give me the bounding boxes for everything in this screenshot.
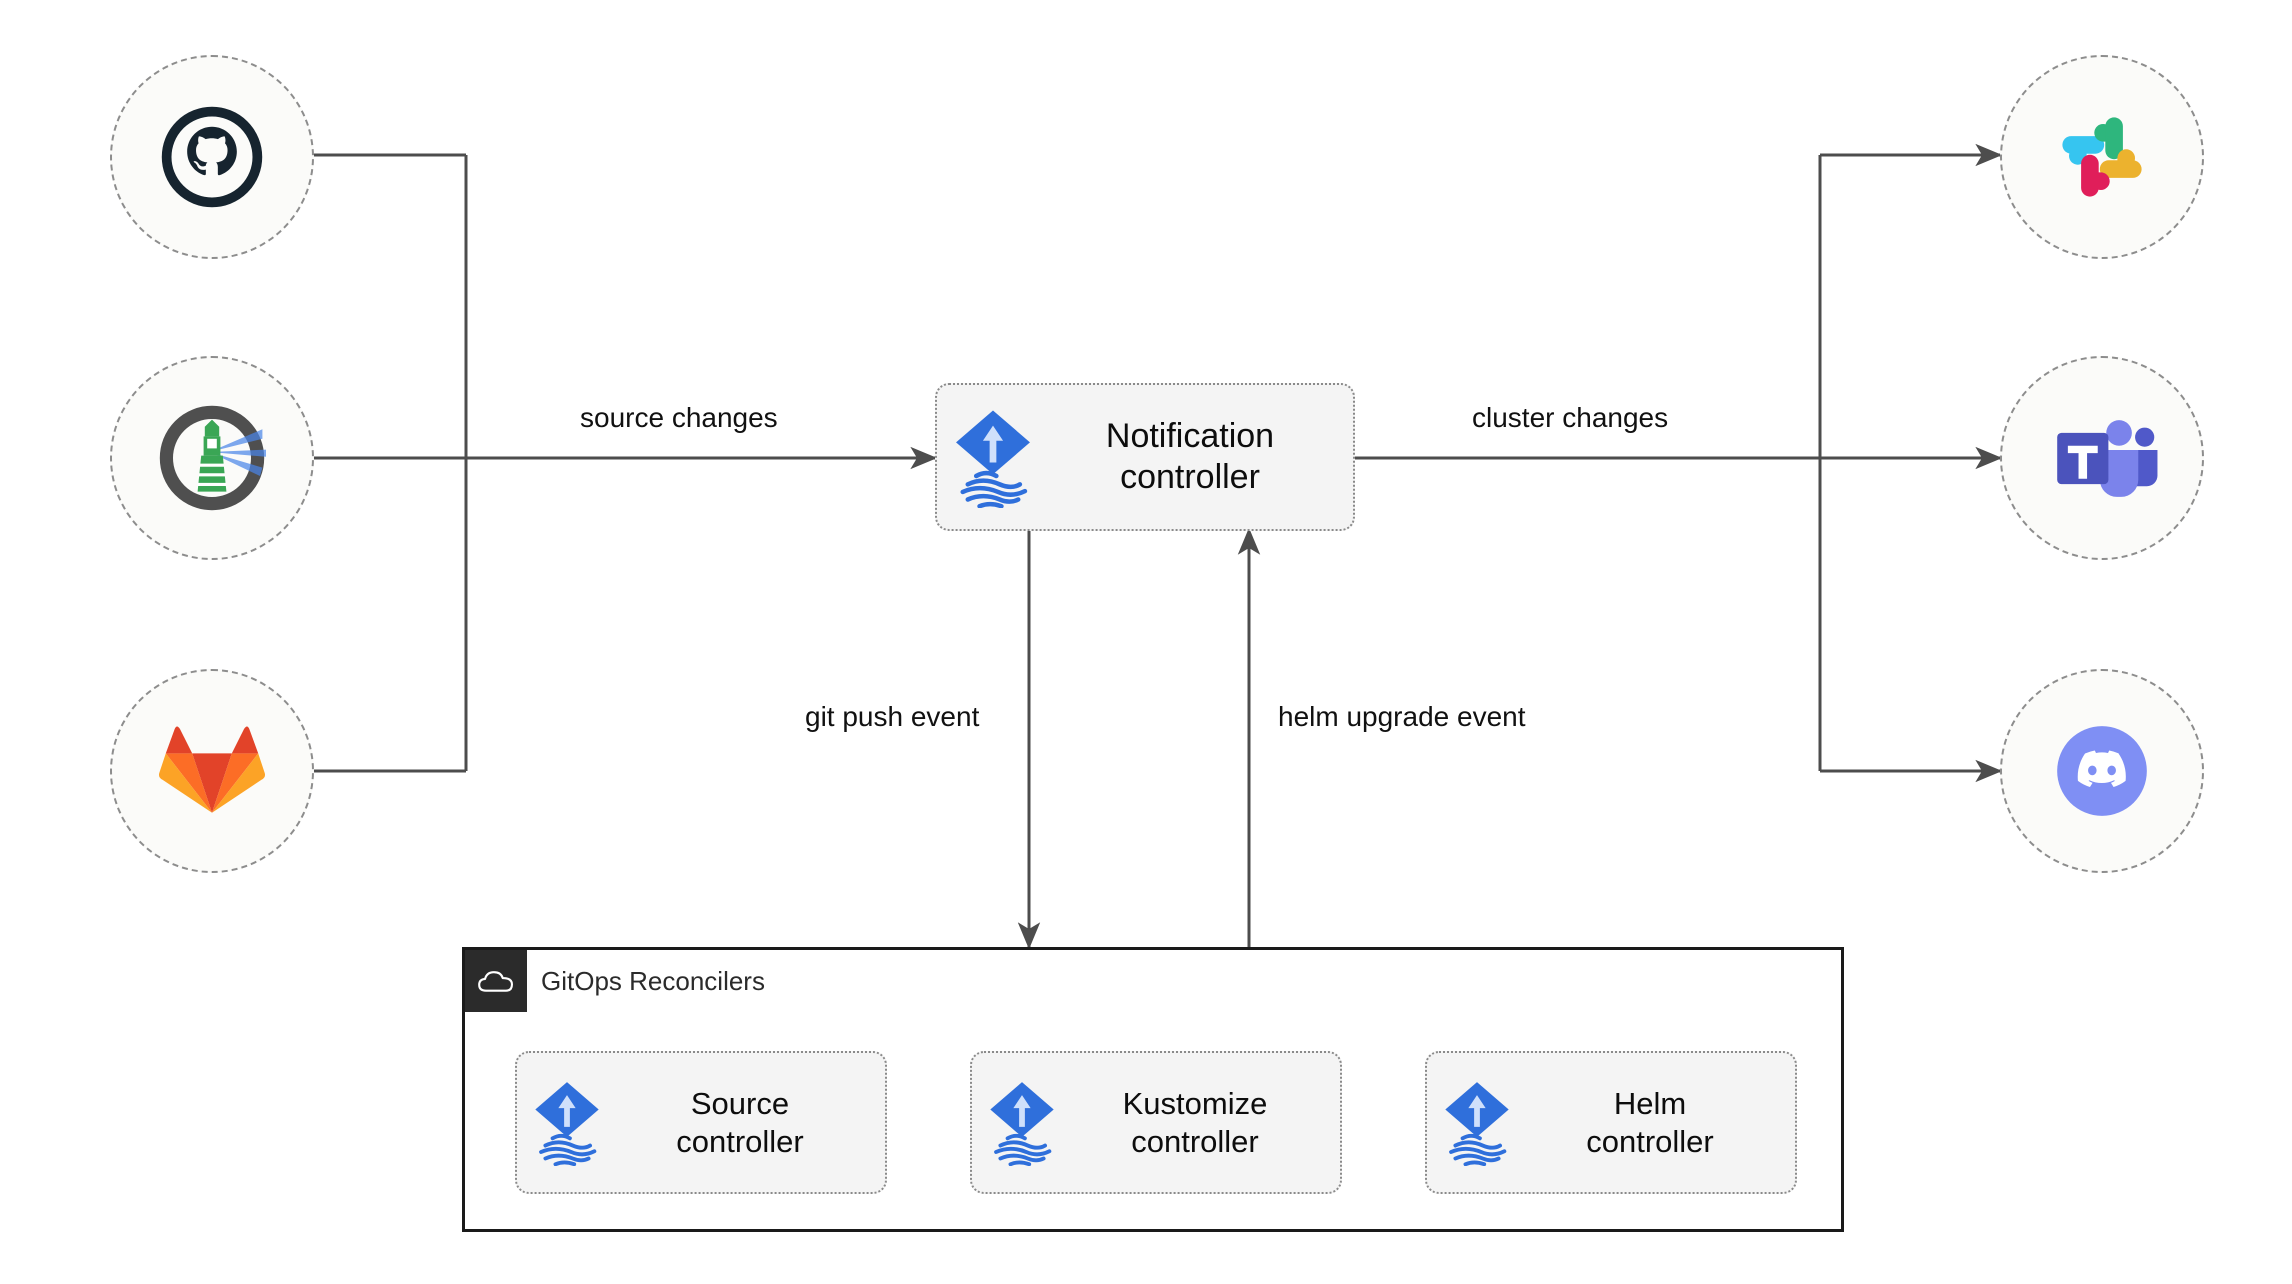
gitops-title: GitOps Reconcilers (541, 965, 765, 996)
helm-controller-label: Helm controller (1586, 1085, 1714, 1159)
edge-label-cluster-changes: cluster changes (1472, 402, 1669, 433)
source-controller-box[interactable]: Source controller (515, 1051, 887, 1194)
flux-icon (531, 1079, 603, 1166)
kustomize-controller-label: Kustomize controller (1122, 1085, 1268, 1159)
edge-label-source-changes: source changes (580, 402, 778, 433)
notification-controller-label: Notification controller (1105, 416, 1275, 496)
source-node-lighthouse[interactable] (110, 356, 314, 560)
helm-controller-box[interactable]: Helm controller (1425, 1051, 1797, 1194)
target-node-teams[interactable] (2000, 356, 2204, 560)
github-icon (158, 103, 266, 211)
discord-icon (2043, 712, 2161, 830)
edge-label-git-push-event: git push event (805, 701, 980, 732)
gitops-reconcilers-container: GitOps Reconcilers Source controller Kus… (462, 947, 1844, 1232)
gitops-tab (465, 950, 527, 1012)
teams-icon (2038, 405, 2166, 512)
lighthouse-icon (152, 398, 272, 518)
edge-label-helm-upgrade-event: helm upgrade event (1278, 701, 1526, 732)
source-node-gitlab[interactable] (110, 669, 314, 873)
flux-icon (951, 407, 1035, 508)
notification-controller-box[interactable]: Notification controller (935, 383, 1355, 531)
target-node-slack[interactable] (2000, 55, 2204, 259)
cloud-icon (475, 966, 517, 996)
target-node-discord[interactable] (2000, 669, 2204, 873)
kustomize-controller-box[interactable]: Kustomize controller (970, 1051, 1342, 1194)
slack-icon (2047, 102, 2157, 212)
source-node-github[interactable] (110, 55, 314, 259)
flux-icon (1441, 1079, 1513, 1166)
source-controller-label: Source controller (676, 1085, 804, 1159)
flux-icon (986, 1079, 1058, 1166)
gitlab-icon (157, 716, 267, 826)
